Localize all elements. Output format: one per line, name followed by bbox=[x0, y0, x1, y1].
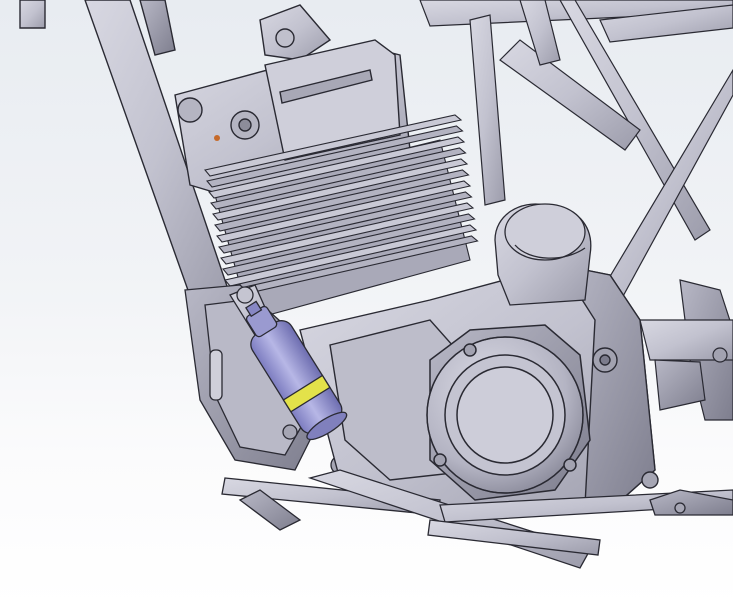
rear-bracket bbox=[639, 319, 733, 411]
sensor-cylinder bbox=[245, 300, 348, 441]
cylinder-fin bbox=[220, 202, 475, 265]
cylinder-fin bbox=[213, 169, 470, 232]
crankcase-cover bbox=[426, 324, 591, 501]
cylinder-fin bbox=[216, 180, 472, 243]
cylinder-fin bbox=[211, 158, 469, 221]
cylinder-fin bbox=[207, 136, 466, 199]
cylinder-fin bbox=[224, 224, 478, 287]
cylinder-fins bbox=[203, 114, 479, 321]
cylinder-fin bbox=[218, 191, 473, 254]
lower-frame-tubes bbox=[221, 469, 733, 569]
frame-tube bbox=[19, 0, 332, 311]
cylinder-fin bbox=[222, 213, 476, 276]
oil-cap bbox=[494, 203, 592, 306]
cylinder-fin bbox=[203, 114, 463, 177]
cylinder-fin bbox=[209, 147, 467, 210]
cylinder-fin bbox=[205, 125, 464, 188]
